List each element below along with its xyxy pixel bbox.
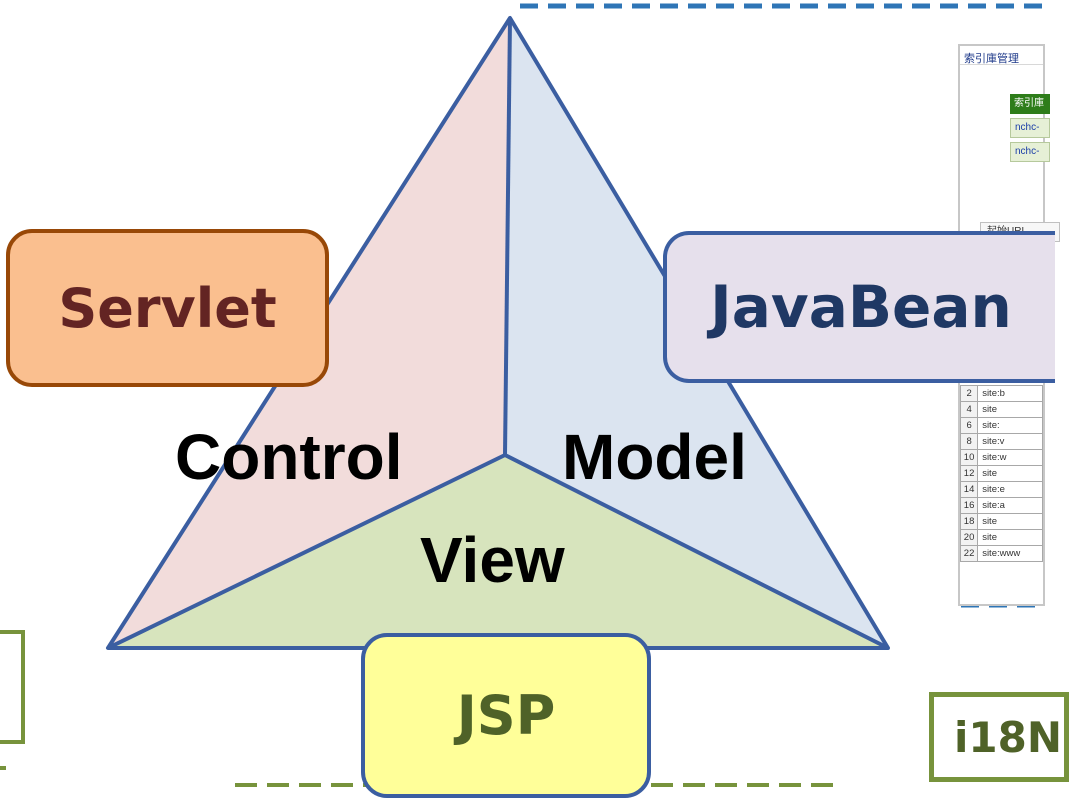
screenshot-title: 索引庫管理 xyxy=(960,46,1043,65)
i18n-box: i18N xyxy=(929,692,1069,782)
divider-right xyxy=(504,453,889,650)
screenshot-green-header: 索引庫 xyxy=(1010,94,1050,114)
jsp-box: JSP xyxy=(361,633,651,798)
servlet-box: Servlet xyxy=(6,229,329,387)
javabean-box: JavaBean xyxy=(663,231,1055,383)
row-number: 16 xyxy=(959,497,979,514)
divider-top xyxy=(503,17,512,456)
row-number: 2 xyxy=(959,385,979,402)
row-number: 14 xyxy=(959,481,979,498)
row-number: 22 xyxy=(959,545,979,562)
row-number: 18 xyxy=(959,513,979,530)
divider-left xyxy=(107,453,506,650)
row-site: site:b xyxy=(977,385,1043,402)
model-label: Model xyxy=(562,421,747,493)
screenshot-link-1[interactable]: nchc- xyxy=(1010,118,1050,138)
left-partial-box xyxy=(0,630,25,744)
row-number: 8 xyxy=(959,433,979,450)
row-number: 4 xyxy=(959,401,979,418)
control-label: Control xyxy=(175,421,403,493)
screenshot-link-2[interactable]: nchc- xyxy=(1010,142,1050,162)
view-label: View xyxy=(420,524,565,596)
row-number: 6 xyxy=(959,417,979,434)
row-site: site:www xyxy=(977,545,1043,562)
row-number: 20 xyxy=(959,529,979,546)
view-face xyxy=(108,455,888,648)
